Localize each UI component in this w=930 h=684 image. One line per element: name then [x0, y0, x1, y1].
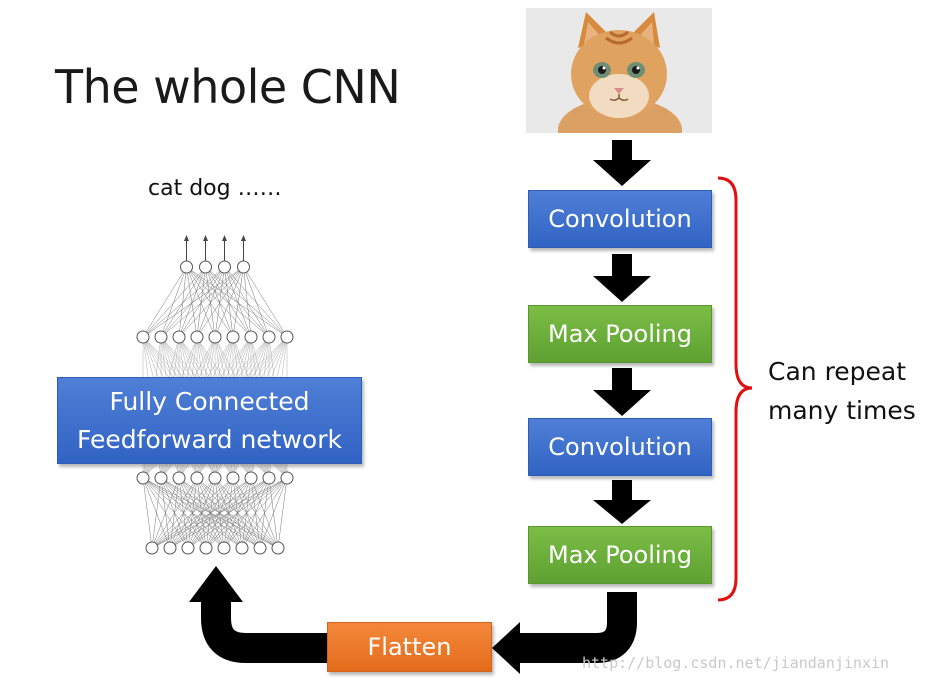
down-arrow-icon	[593, 368, 651, 416]
watermark: http://blog.csdn.net/jiandanjinxin	[582, 654, 890, 672]
down-arrow-icon	[593, 480, 651, 524]
fully-connected-line1: Fully Connected	[109, 386, 310, 416]
fully-connected-line2: Feedforward network	[77, 424, 342, 454]
repeat-note: Can repeat many times	[768, 352, 916, 430]
curved-arrow-to-network	[201, 600, 327, 663]
left-arrow-icon	[492, 622, 520, 674]
down-arrow-icon	[593, 140, 651, 186]
repeat-note-line2: many times	[768, 396, 916, 425]
repeat-brace-icon	[717, 176, 753, 602]
flatten-box: Flatten	[327, 622, 492, 672]
max-pooling-box-2: Max Pooling	[528, 526, 712, 584]
convolution-box-1: Convolution	[528, 190, 712, 248]
convolution-box-2: Convolution	[528, 418, 712, 476]
cat-image	[526, 8, 712, 133]
page-title: The whole CNN	[55, 60, 401, 114]
down-arrow-icon	[593, 254, 651, 302]
max-pooling-box-1: Max Pooling	[528, 305, 712, 363]
fully-connected-box: Fully Connected Feedforward network	[57, 377, 362, 464]
output-labels: cat dog ……	[148, 176, 282, 201]
curved-arrow-to-flatten	[518, 592, 637, 663]
repeat-note-line1: Can repeat	[768, 357, 907, 386]
down-arrows	[593, 140, 651, 524]
up-arrow-icon	[189, 566, 243, 602]
